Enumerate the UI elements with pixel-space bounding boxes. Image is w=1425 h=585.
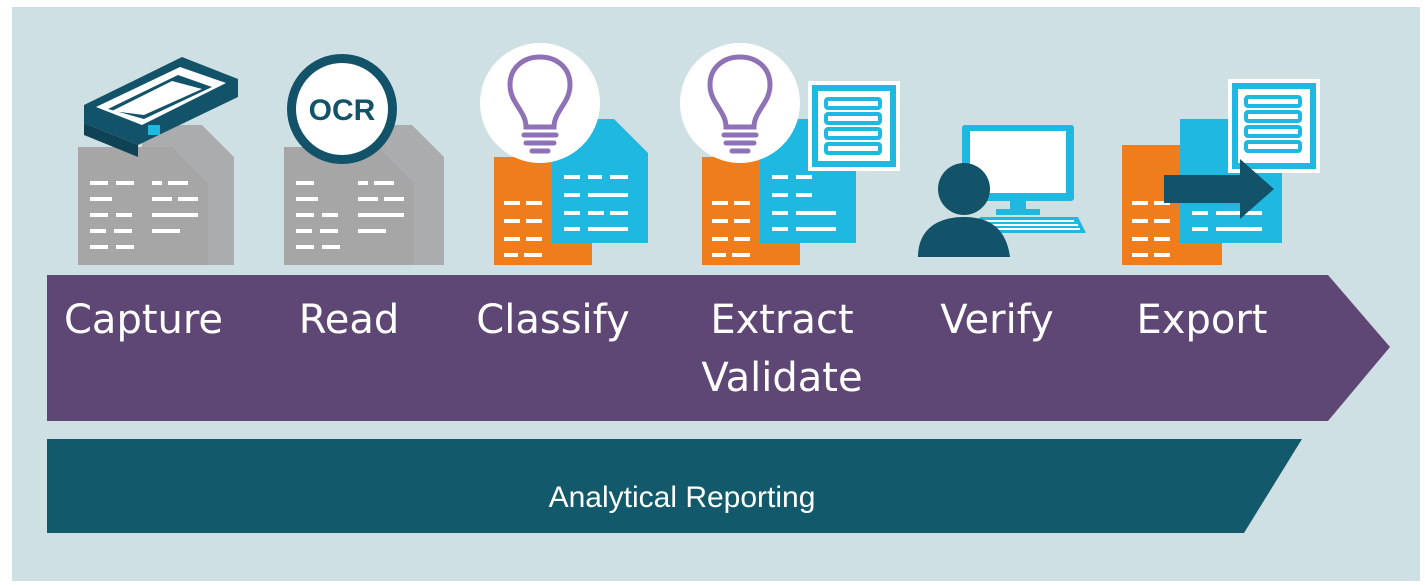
lightbulb-form-icon [680, 43, 900, 265]
reporting-label: Analytical Reporting [548, 481, 816, 514]
lightbulb-icon [480, 43, 648, 265]
ocr-badge-text: OCR [309, 94, 376, 127]
export-arrow-icon [1122, 79, 1320, 265]
stage-label-classify: Classify [476, 297, 630, 343]
stage-label-capture: Capture [64, 297, 224, 343]
stage-label-extract: Extract [710, 297, 854, 343]
process-diagram: OCR [12, 7, 1420, 581]
process-arrow [47, 275, 1390, 421]
ocr-icon: OCR [284, 54, 444, 265]
stage-label-verify: Verify [940, 297, 1054, 343]
user-computer-icon [918, 125, 1086, 257]
stage-label-export: Export [1136, 297, 1268, 343]
stage-label-read: Read [298, 297, 400, 343]
reporting-arrow [47, 439, 1302, 533]
stage-label-validate: Validate [701, 355, 863, 401]
scanner-icon [78, 57, 238, 265]
